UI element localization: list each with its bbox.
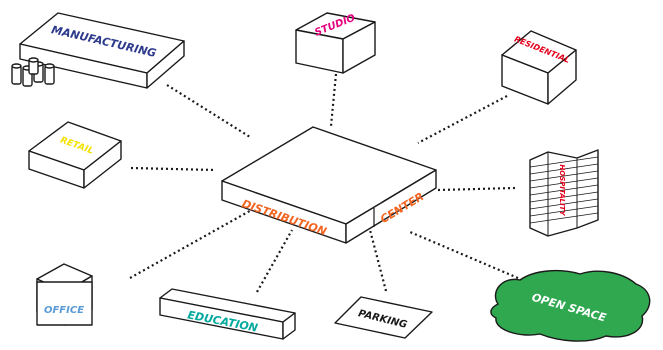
connector-residential [417,95,508,144]
office-label: OFFICE [44,305,84,316]
education-block: EDUCATION [159,288,296,340]
storage-tanks-icon [11,57,55,87]
retail-block: RETAIL [28,121,122,189]
distribution-center-block: DISTRIBUTION CENTER [221,126,437,244]
connector-studio [329,73,338,127]
residential-block: RESIDENTIAL [501,30,577,105]
hospitality-label: HOSPITALITY [558,164,566,216]
office-block: OFFICE [36,263,93,326]
studio-block: STUDIO [295,12,376,74]
connector-manufacturing [166,84,251,138]
connector-retail [130,166,216,172]
manufacturing-block: MANUFACTURING [11,12,185,89]
connector-education [256,229,293,293]
parking-block: PARKING [334,296,433,339]
connector-open-space [409,230,519,280]
connector-parking [368,229,388,292]
connector-office [129,207,256,279]
hospitality-tower: HOSPITALITY [529,149,599,237]
connectors [129,73,519,293]
connector-hospitality [437,186,516,192]
open-space-area: OPEN SPACE [490,269,651,342]
